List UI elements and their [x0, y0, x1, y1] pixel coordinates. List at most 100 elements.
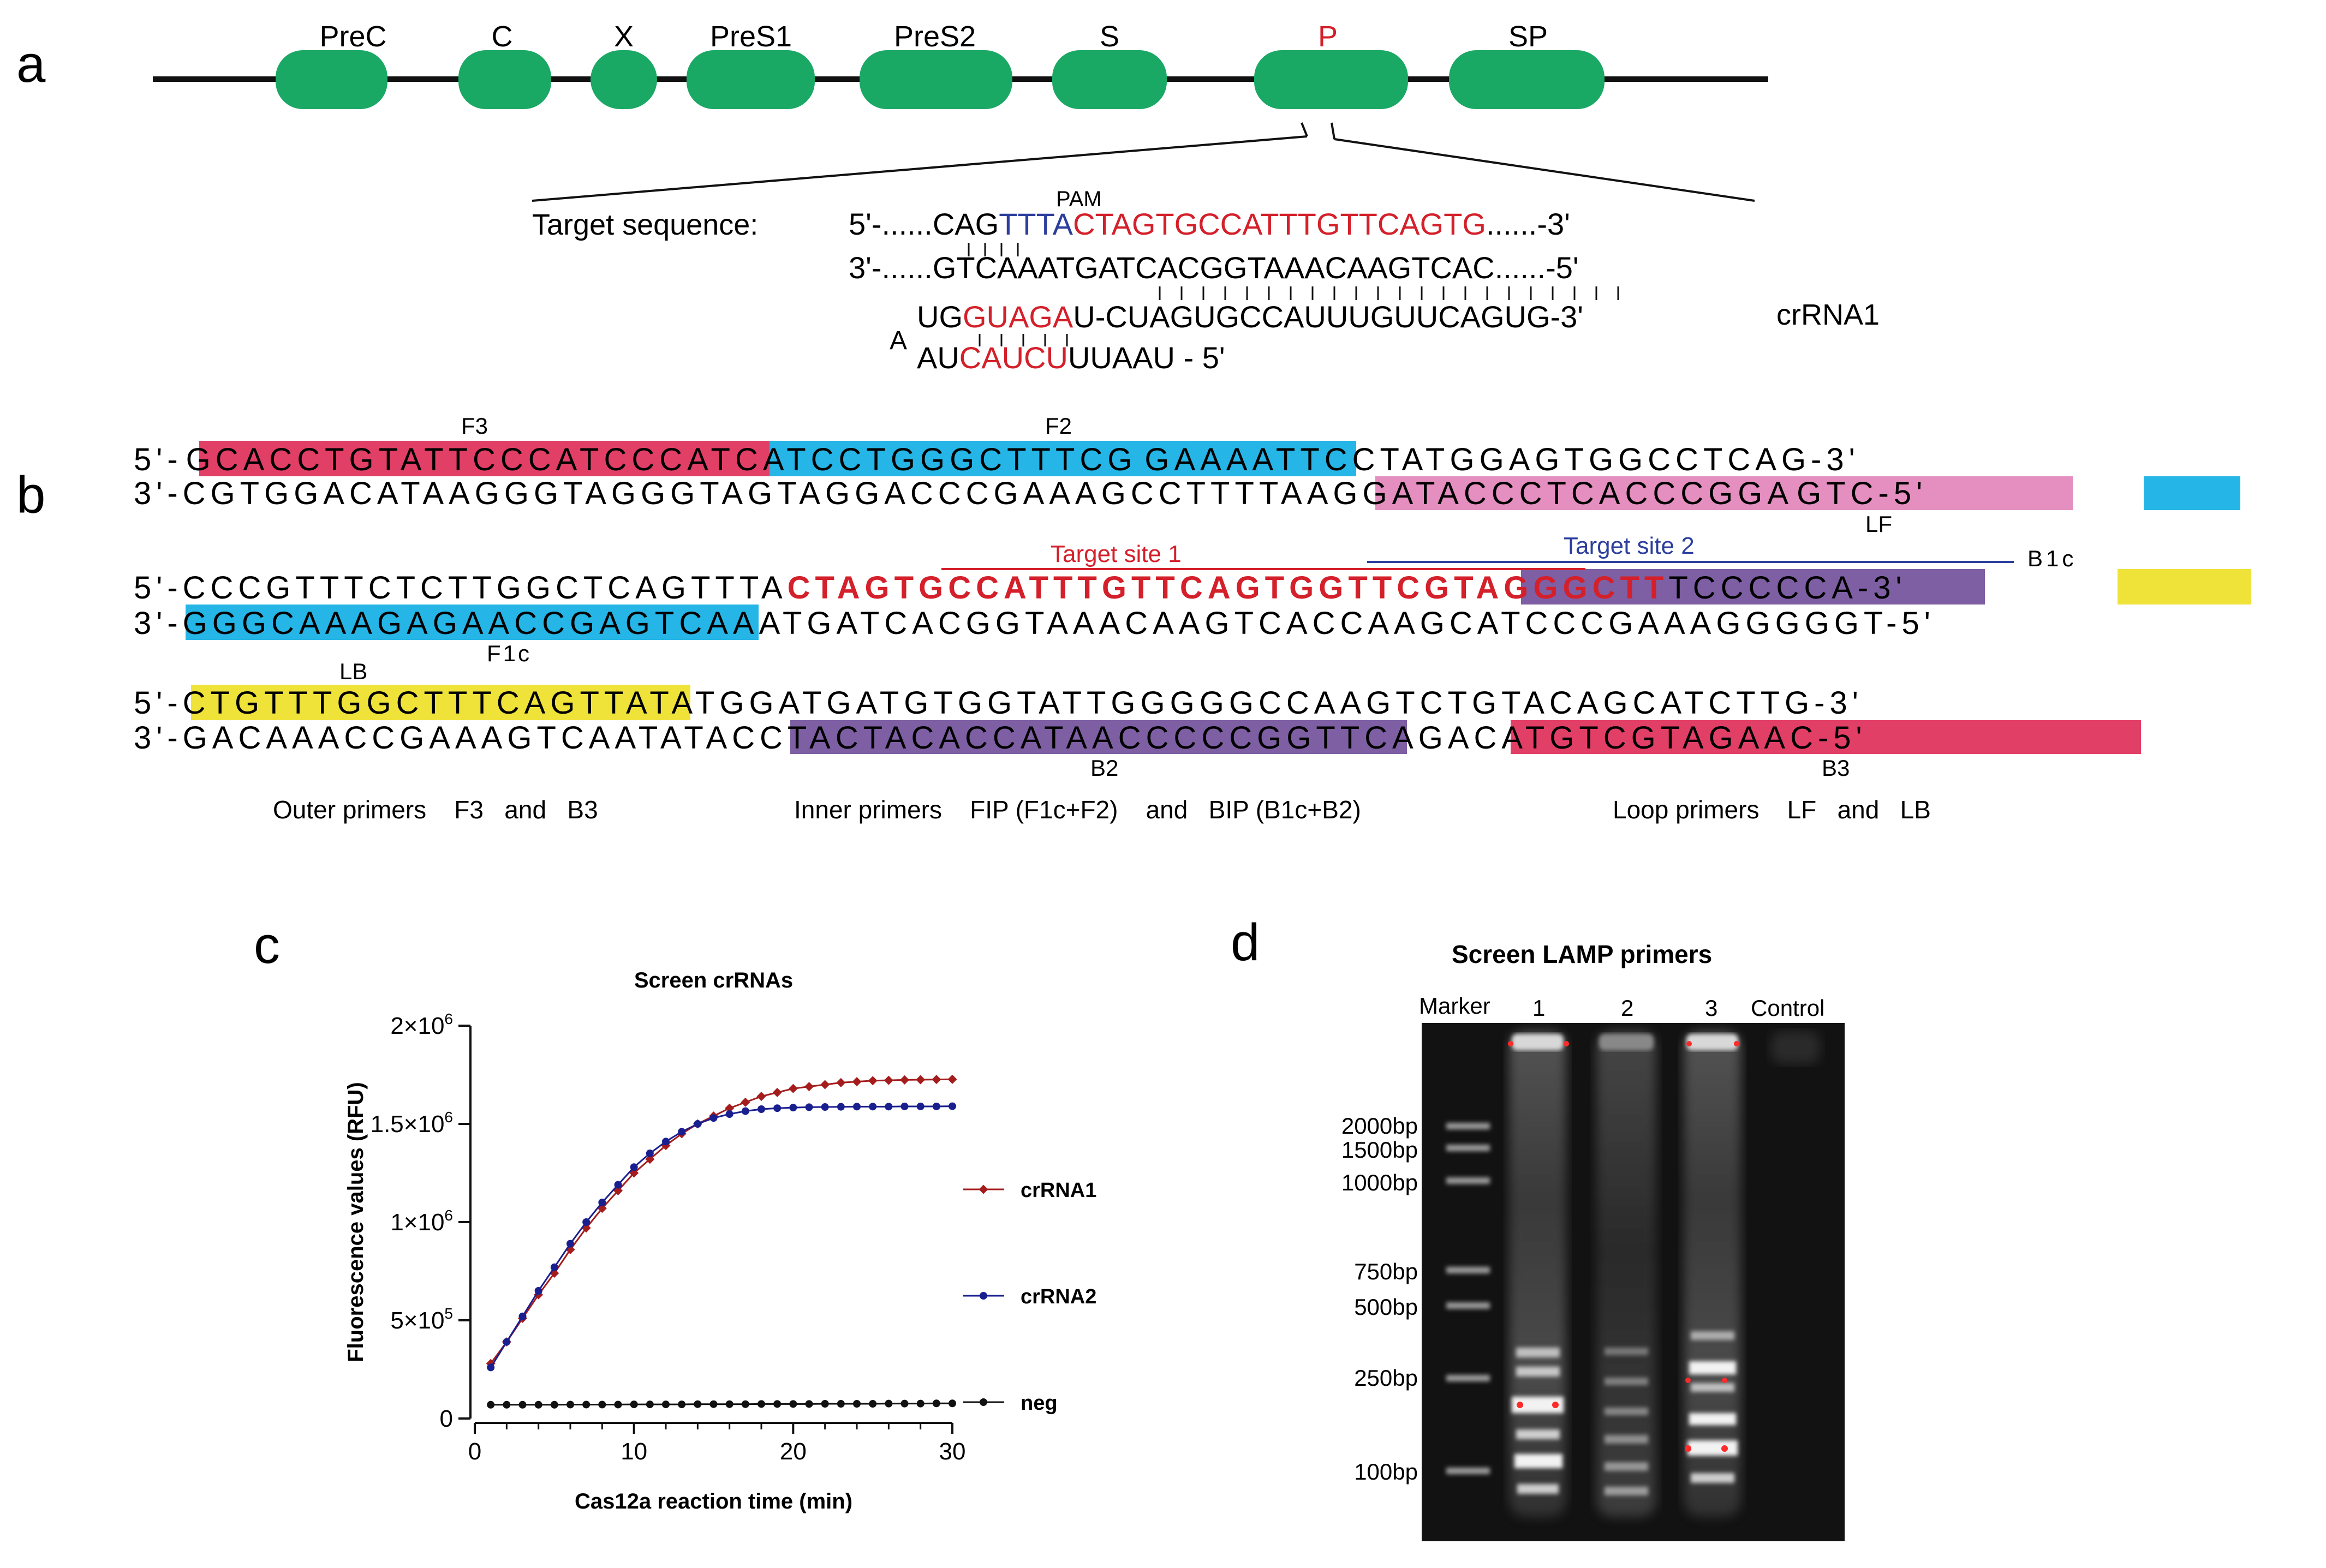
- legend-label-crRNA1: crRNA1: [1021, 1179, 1096, 1202]
- legend-marker-crRNA1: [979, 1184, 988, 1194]
- lane-3-bands: [1687, 1331, 1738, 1483]
- lane-1-bands: [1512, 1348, 1564, 1494]
- gene-labels: PreC C X PreS1 PreS2 S P SP: [319, 20, 1548, 53]
- gene-block-pres2: [860, 50, 1012, 109]
- data-point-crRNA2: [773, 1104, 782, 1112]
- lane-2-bands: [1605, 1348, 1648, 1495]
- hl-b1c: [1521, 569, 1985, 605]
- pam-label: PAM: [1056, 187, 1102, 211]
- data-point-crRNA1: [725, 1103, 735, 1113]
- data-point-crRNA2: [725, 1110, 733, 1118]
- data-point-neg: [885, 1399, 893, 1408]
- gene-block-s: [1052, 50, 1167, 109]
- chart-title: Screen crRNAs: [634, 968, 793, 992]
- legend-outer: Outer primers F3 and B3: [273, 795, 598, 824]
- data-point-crRNA2: [566, 1240, 574, 1248]
- data-point-neg: [518, 1401, 527, 1409]
- label-b3: B3: [1822, 755, 1850, 781]
- primer-legend: Outer primers F3 and B3 Inner primers FI…: [273, 795, 1931, 824]
- data-point-crRNA2: [821, 1103, 829, 1111]
- data-point-neg: [805, 1400, 813, 1408]
- data-point-neg: [853, 1400, 861, 1408]
- series-line-neg: [491, 1402, 952, 1406]
- gel-image: [1422, 1023, 1845, 1541]
- data-point-neg: [916, 1399, 925, 1408]
- legend-inner: Inner primers FIP (F1c+F2) and BIP (B1c+…: [794, 795, 1361, 824]
- gene-label-x: X: [614, 20, 634, 53]
- ladder-label-250: 250bp: [1354, 1365, 1418, 1391]
- gel-lane-control: [1771, 1031, 1820, 1064]
- data-point-crRNA2: [885, 1103, 893, 1111]
- data-point-neg: [932, 1399, 940, 1408]
- crrna-5prime-line: AUCAUCUUUAAU - 5': [917, 340, 1225, 375]
- basepair-ticks: [968, 243, 1019, 256]
- series-line-crRNA2: [490, 1105, 953, 1368]
- primer-labels: F3 F2 LF B1c F1c LB B2 B3: [339, 413, 2073, 781]
- hl-b2: [790, 720, 1407, 754]
- crrna1-label: crRNA1: [1776, 298, 1880, 331]
- x-tick-label: 20: [780, 1438, 807, 1465]
- gene-block-x: [591, 50, 657, 109]
- gel-lane-labels: Marker 1 2 3 Control: [1419, 993, 1824, 1021]
- data-point-crRNA2: [837, 1103, 845, 1111]
- data-point-neg: [694, 1400, 702, 1408]
- gene-block-prec: [276, 50, 387, 109]
- zoom-lines: [532, 122, 1755, 202]
- gene-label-s: S: [1100, 20, 1119, 53]
- ladder-label-750: 750bp: [1354, 1259, 1418, 1284]
- data-point-crRNA2: [709, 1114, 718, 1122]
- marker-ladder: [1446, 1123, 1490, 1474]
- data-point-neg: [678, 1401, 686, 1409]
- gel-title: Screen LAMP primers: [1452, 940, 1712, 968]
- gel-lane-1: [1509, 1031, 1566, 1517]
- legend-loop: Loop primers LF and LB: [1613, 795, 1931, 824]
- legend-marker-neg: [980, 1398, 987, 1406]
- gene-label-c: C: [492, 20, 513, 53]
- data-point-neg: [900, 1399, 909, 1408]
- data-point-crRNA1: [741, 1097, 750, 1107]
- data-point-neg: [789, 1400, 797, 1408]
- target-site-2-label: Target site 2: [1564, 532, 1695, 559]
- data-point-crRNA2: [534, 1287, 542, 1295]
- data-point-neg: [614, 1401, 622, 1409]
- lane-label-1: 1: [1532, 995, 1545, 1021]
- panel-label-c: c: [254, 916, 280, 974]
- data-point-neg: [725, 1400, 733, 1408]
- x-tick-label: 10: [621, 1438, 647, 1465]
- ladder-size-labels: 2000bp 1500bp 1000bp 750bp 500bp 250bp 1…: [1341, 1113, 1418, 1485]
- panel-label-b: b: [16, 466, 45, 524]
- gene-label-pres1: PreS1: [710, 20, 792, 53]
- x-axis-label: Cas12a reaction time (min): [575, 1489, 852, 1513]
- data-point-crRNA1: [947, 1074, 957, 1084]
- data-point-crRNA2: [550, 1263, 558, 1271]
- series-line-crRNA1: [490, 1078, 953, 1364]
- stem-ticks: [979, 334, 1068, 346]
- data-point-neg: [837, 1400, 845, 1408]
- data-point-neg: [566, 1401, 574, 1409]
- lane-label-3: 3: [1705, 995, 1717, 1021]
- data-point-crRNA1: [645, 1154, 655, 1164]
- gel-wells: [1512, 1034, 1738, 1050]
- data-point-neg: [630, 1401, 638, 1409]
- y-tick-label: 2×106: [390, 1010, 453, 1039]
- data-point-crRNA2: [853, 1103, 861, 1111]
- label-lb: LB: [339, 659, 367, 684]
- label-b2: B2: [1090, 755, 1118, 781]
- data-point-crRNA2: [598, 1199, 606, 1206]
- crrna-loop-a: A: [890, 326, 907, 355]
- data-point-crRNA2: [630, 1163, 638, 1171]
- data-point-neg: [741, 1400, 749, 1408]
- panel-label-a: a: [16, 35, 46, 93]
- data-point-crRNA2: [949, 1102, 956, 1110]
- data-point-crRNA1: [932, 1075, 941, 1085]
- data-point-crRNA1: [868, 1076, 878, 1086]
- data-point-neg: [598, 1401, 606, 1409]
- data-point-crRNA2: [582, 1218, 591, 1226]
- target-site-1-label: Target site 1: [1051, 541, 1182, 567]
- gene-blocks: [276, 50, 1605, 109]
- block3-bottom: 3'-GACAAACCGAAAGTCAATATACCTACTACACCATAAC…: [134, 720, 1867, 756]
- label-f3: F3: [461, 413, 488, 439]
- crrna-stem-line: UGGUAGAU-CUAGUGCCAUUUGUUCAGUG-3': [917, 300, 1583, 334]
